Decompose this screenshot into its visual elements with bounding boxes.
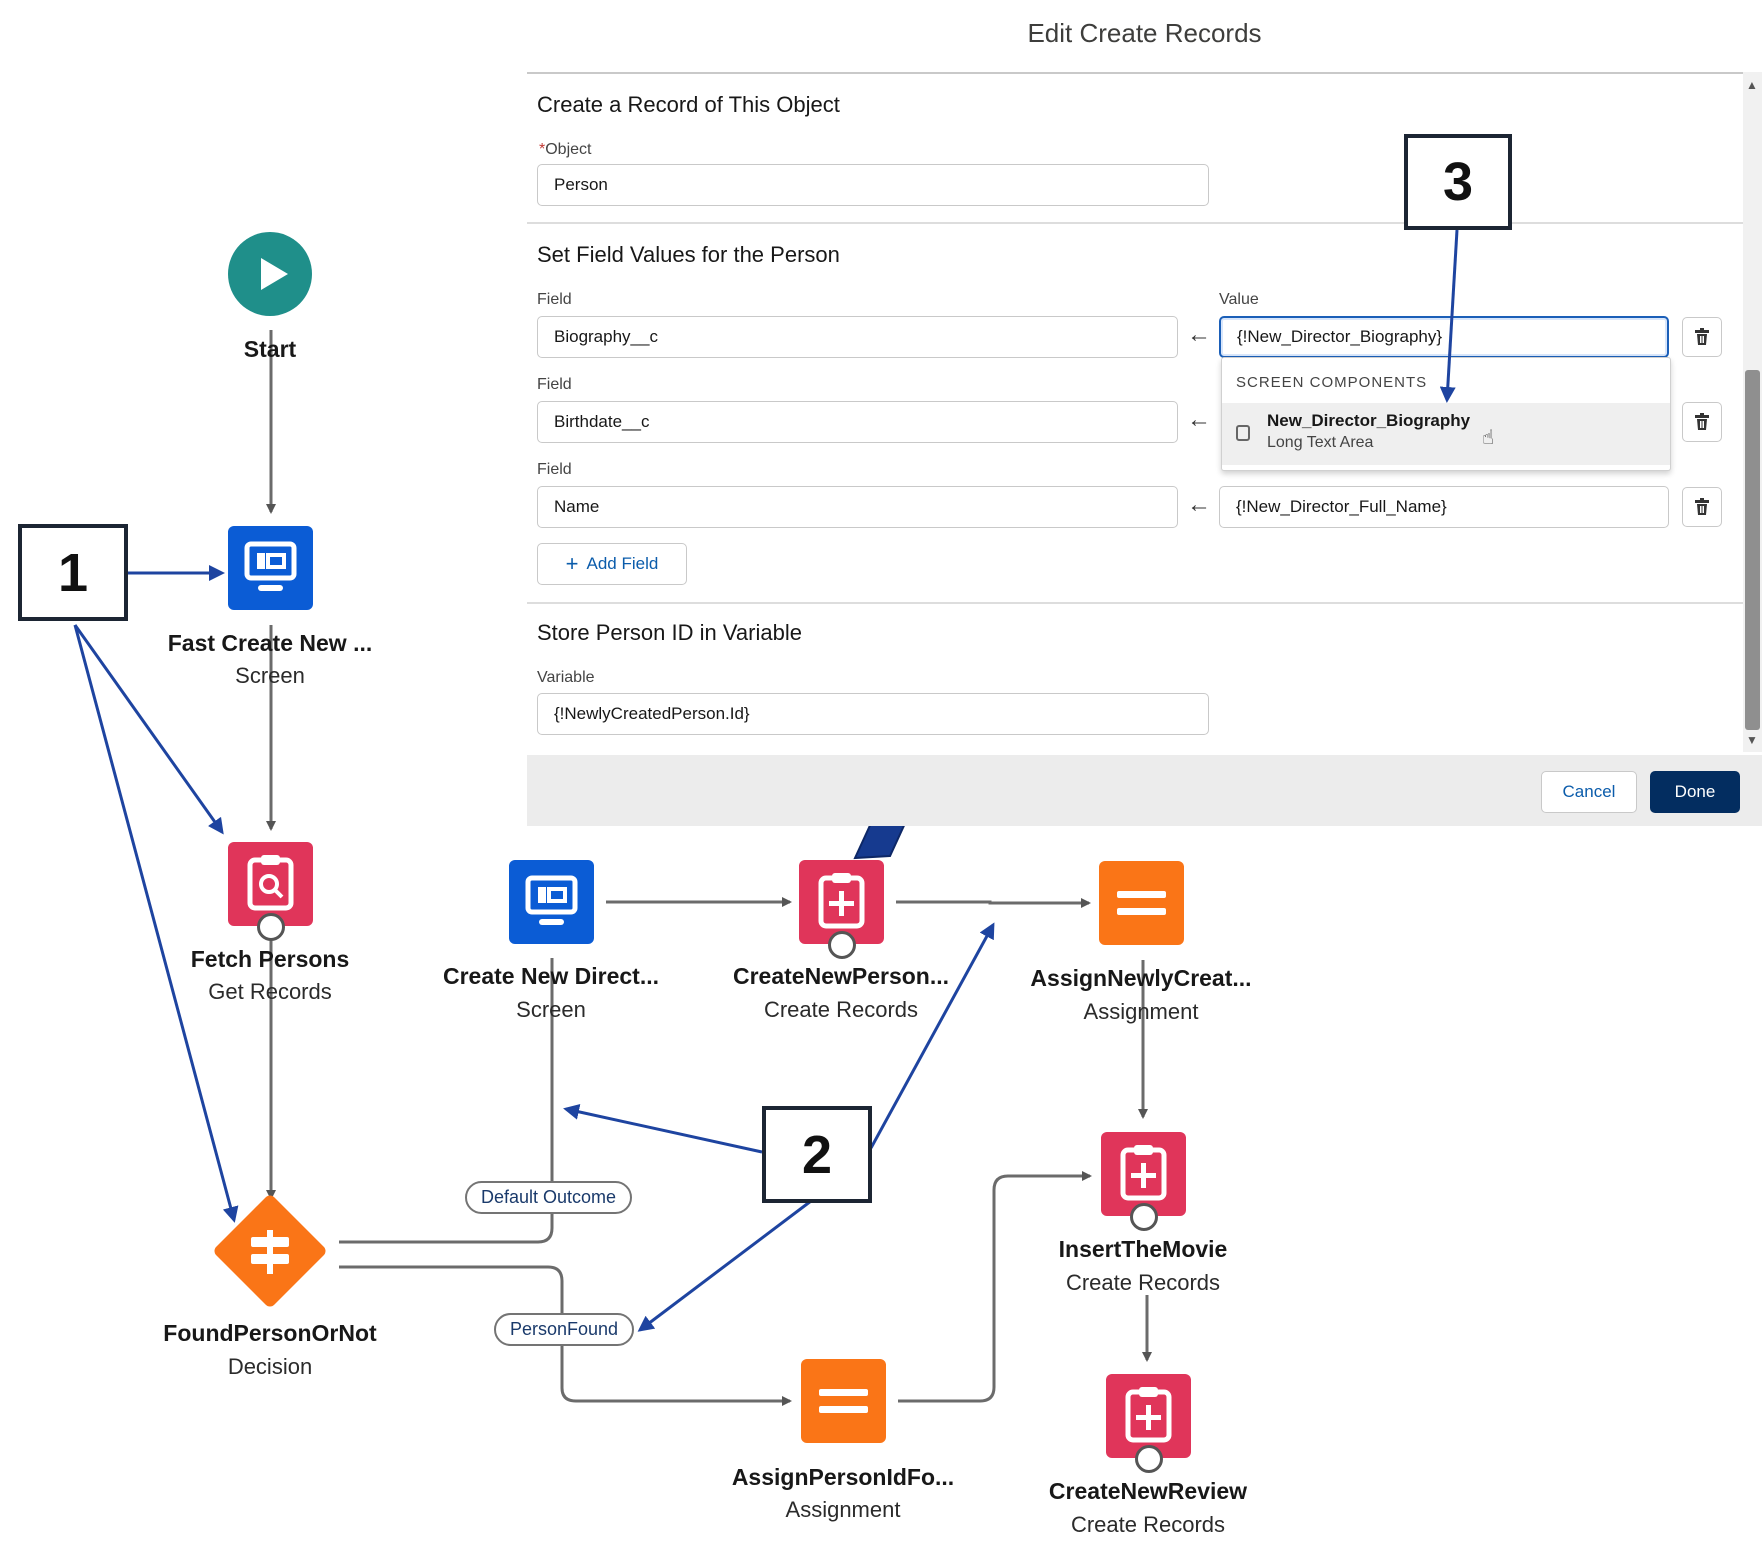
section-heading: Store Person ID in Variable (537, 620, 802, 645)
callout-3: 3 (1404, 134, 1512, 230)
create-new-director-screen-node[interactable] (509, 860, 594, 944)
add-field-label: Add Field (586, 554, 659, 573)
add-field-button[interactable]: + Add Field (537, 543, 687, 585)
field-label: Field (537, 461, 572, 478)
trash-icon (1695, 413, 1709, 430)
create-new-person-node[interactable] (799, 860, 884, 944)
variable-input[interactable]: {!NewlyCreatedPerson.Id} (537, 693, 1209, 735)
scroll-down-icon[interactable]: ▼ (1746, 733, 1758, 747)
text-area-icon (1236, 425, 1250, 441)
variable-label: Variable (537, 669, 595, 686)
fault-connector-ring[interactable] (1135, 1445, 1163, 1473)
section-heading: Create a Record of This Object (537, 92, 840, 117)
node-subtitle: Create Records (763, 997, 919, 1022)
value-input[interactable]: {!New_Director_Full_Name} (1219, 486, 1669, 528)
object-label-text: Object (545, 141, 592, 158)
create-records-icon (818, 873, 865, 929)
divider (527, 72, 1747, 74)
person-found-pill[interactable]: PersonFound (494, 1313, 635, 1346)
field-input[interactable]: Birthdate__c (537, 401, 1178, 443)
arrow-left-icon: ← (1187, 491, 1211, 518)
decision-icon (251, 1230, 289, 1274)
start-label: Start (243, 336, 297, 362)
node-subtitle: Create Records (1070, 1512, 1226, 1537)
done-button[interactable]: Done (1650, 771, 1740, 813)
divider (527, 602, 1747, 604)
node-title: AssignPersonIdFo... (731, 1464, 955, 1490)
delete-row-button[interactable] (1682, 487, 1722, 527)
option-type: Long Text Area (1267, 434, 1374, 451)
scroll-up-icon[interactable]: ▲ (1746, 78, 1758, 92)
create-records-icon (1125, 1387, 1172, 1443)
fault-connector-ring[interactable] (257, 913, 285, 941)
node-title: CreateNewReview (1048, 1478, 1248, 1504)
modal-footer: Cancel Done (527, 755, 1762, 826)
field-input[interactable]: Name (537, 486, 1178, 528)
object-input[interactable]: Person (537, 164, 1209, 206)
assignment-icon (1117, 891, 1166, 915)
modal-title: Edit Create Records (1027, 18, 1262, 48)
delete-row-button[interactable] (1682, 402, 1722, 442)
node-title: InsertTheMovie (1058, 1236, 1228, 1262)
cancel-button[interactable]: Cancel (1541, 771, 1637, 813)
default-outcome-pill[interactable]: Default Outcome (465, 1181, 633, 1214)
create-new-review-node[interactable] (1106, 1374, 1191, 1458)
node-subtitle: Decision (227, 1354, 313, 1379)
callout-2: 2 (762, 1106, 872, 1203)
trash-icon (1695, 328, 1709, 345)
option-name: New_Director_Biography (1267, 411, 1471, 430)
required-mark: * (539, 141, 546, 158)
section-heading: Set Field Values for the Person (537, 242, 840, 267)
node-subtitle: Assignment (785, 1497, 901, 1522)
callout-1: 1 (18, 524, 128, 621)
screen-icon (525, 875, 578, 925)
node-subtitle: Screen (235, 663, 305, 688)
field-label: Field (537, 291, 572, 308)
scrollbar-thumb[interactable] (1745, 370, 1760, 730)
play-icon (261, 258, 288, 290)
fast-create-screen-node[interactable] (228, 526, 313, 610)
node-subtitle: Assignment (1083, 999, 1199, 1024)
node-subtitle: Screen (516, 997, 586, 1022)
start-node[interactable] (228, 232, 312, 316)
object-label: *Object (539, 141, 591, 159)
field-label: Field (537, 376, 572, 393)
arrow-left-icon: ← (1187, 406, 1211, 433)
node-title: Fetch Persons (190, 946, 350, 972)
assign-newly-created-node[interactable] (1099, 861, 1184, 945)
arrow-left-icon: ← (1187, 321, 1211, 348)
node-subtitle: Get Records (208, 979, 332, 1004)
assign-person-id-node[interactable] (801, 1359, 886, 1443)
node-title: AssignNewlyCreat... (1030, 965, 1252, 991)
fetch-persons-node[interactable] (228, 842, 313, 926)
trash-icon (1695, 498, 1709, 515)
dropdown-header: SCREEN COMPONENTS (1236, 374, 1428, 391)
insert-the-movie-node[interactable] (1101, 1132, 1186, 1216)
value-label: Value (1219, 291, 1259, 308)
create-records-icon (1120, 1145, 1167, 1201)
dropdown-option[interactable]: New_Director_Biography Long Text Area ☝ (1222, 403, 1670, 465)
fault-connector-ring[interactable] (1130, 1203, 1158, 1231)
assignment-icon (819, 1389, 868, 1413)
divider (527, 222, 1747, 224)
plus-icon: + (565, 551, 579, 576)
screen-icon (244, 541, 297, 591)
node-title: Fast Create New ... (167, 630, 373, 656)
value-dropdown: SCREEN COMPONENTS New_Director_Biography… (1221, 357, 1671, 471)
node-title: FoundPersonOrNot (163, 1320, 377, 1346)
node-title: Create New Direct... (442, 963, 660, 989)
node-title: CreateNewPerson... (732, 963, 950, 989)
delete-row-button[interactable] (1682, 317, 1722, 357)
edit-create-records-modal: Edit Create Records Create a Record of T… (527, 0, 1762, 826)
fault-connector-ring[interactable] (828, 931, 856, 959)
field-input[interactable]: Biography__c (537, 316, 1178, 358)
hand-cursor-icon: ☝ (1482, 427, 1495, 449)
node-subtitle: Create Records (1065, 1270, 1221, 1295)
search-records-icon (247, 855, 294, 911)
